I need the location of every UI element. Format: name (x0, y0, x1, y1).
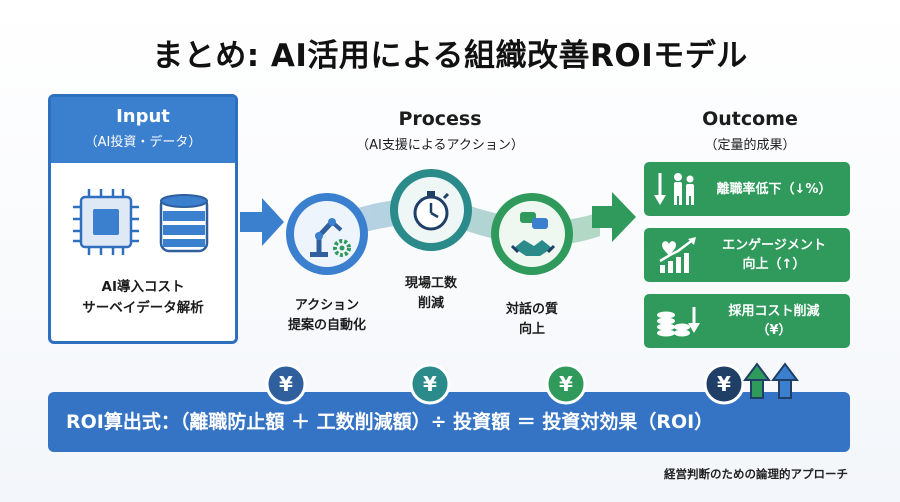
step-circle-2 (390, 169, 472, 251)
outcome-item-2: エンゲージメント 向上（↑） (644, 228, 850, 282)
step-circle-1 (286, 193, 368, 275)
process-heading: Process (398, 108, 482, 130)
step-label-2: 現場工数 削減 (404, 276, 457, 311)
input-label-line1: AI導入コスト (101, 279, 185, 295)
roi-formula: ROI算出式：（離職防止額 ＋ 工数削減額）÷ 投資額 ＝ 投資対効果（ROI） (66, 411, 714, 433)
process-subheading: （AI支援によるアクション） (356, 138, 524, 153)
outcome-arrow (592, 192, 636, 242)
handshake-chat-icon (510, 212, 556, 256)
robot-arm-gear-icon (310, 218, 351, 257)
step-circle-3 (491, 193, 573, 275)
input-label-line2: サーベイデータ解析 (82, 300, 204, 316)
roi-formula-bar: ROI算出式：（離職防止額 ＋ 工数削減額）÷ 投資額 ＝ 投資対効果（ROI） (48, 392, 850, 452)
outcome-item-3-label-line1: 採用コスト削減 (728, 304, 820, 319)
svg-text:¥: ¥ (717, 372, 731, 396)
step-label-1: アクション 提案の自動化 (287, 298, 366, 333)
yen-coin-icon: ¥ (545, 363, 587, 405)
chip-icon (73, 189, 139, 255)
outcome-item-1-label: 離職率低下（↓%） (716, 181, 832, 197)
outcome-subheading: （定量的成果） (704, 138, 796, 153)
process-header: Process （AI支援によるアクション） (320, 108, 560, 153)
heart-chart-up-icon (659, 237, 696, 273)
outcome-item-1: 離職率低下（↓%） (644, 162, 850, 216)
svg-text:¥: ¥ (279, 372, 293, 396)
input-header: Input （AI投資・データ） (51, 97, 235, 163)
footer-note: 経営判断のための論理的アプローチ (664, 467, 848, 481)
people-down-arrow-icon (654, 173, 694, 205)
yen-coin-icon: ¥ (703, 363, 745, 405)
outcome-header: Outcome （定量的成果） (650, 108, 850, 153)
svg-text:¥: ¥ (423, 372, 437, 396)
yen-coin-icon: ¥ (265, 363, 307, 405)
input-panel: Input （AI投資・データ） (48, 94, 238, 344)
outcome-item-2-label-line2: 向上（↑） (742, 257, 806, 272)
input-heading: Input (116, 106, 170, 127)
page-title: まとめ: AI活用による組織改善ROIモデル (152, 38, 748, 74)
yen-coin-icon: ¥ (409, 363, 451, 405)
outcome-item-3: 採用コスト削減 （¥） (644, 294, 850, 348)
growth-arrow-icon (771, 362, 799, 399)
growth-arrow-icon (743, 362, 771, 399)
input-label: AI導入コスト サーベイデータ解析 (51, 277, 235, 319)
outcome-item-3-label-line2: （¥） (756, 323, 792, 338)
stopwatch-icon (413, 191, 450, 231)
input-arrow (240, 198, 284, 246)
input-icons (51, 189, 235, 259)
outcome-heading: Outcome (702, 108, 798, 130)
outcome-item-2-label-line1: エンゲージメント (722, 238, 826, 253)
svg-text:¥: ¥ (559, 372, 573, 396)
coins-down-arrow-icon (657, 307, 700, 337)
database-icon (159, 194, 209, 253)
input-subheading: （AI投資・データ） (84, 135, 202, 150)
step-label-3: 対話の質 向上 (505, 302, 558, 337)
